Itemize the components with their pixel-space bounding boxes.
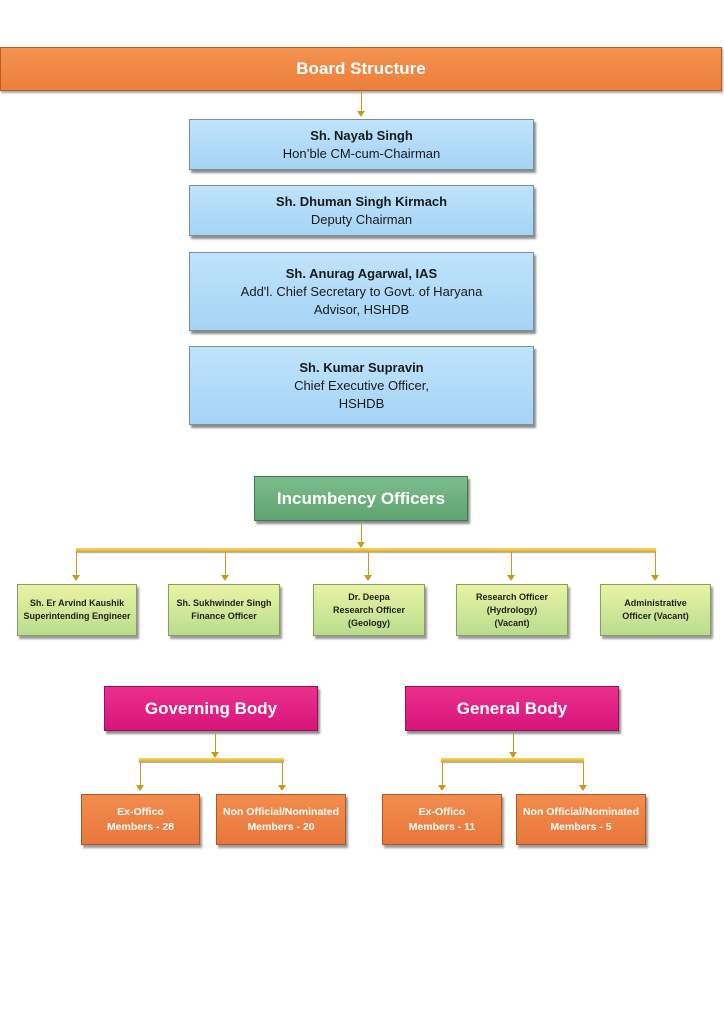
member-title: Advisor, HSHDB: [313, 301, 410, 317]
member-title: Chief Executive Officer,: [294, 377, 429, 393]
officer-superintending-engineer: Sh. Er Arvind Kaushik Superintending Eng…: [17, 584, 137, 636]
member-title: HSHDB: [338, 395, 385, 411]
connector-line: [442, 762, 443, 786]
member-name: Sh. Nayab Singh: [310, 127, 413, 143]
board-member-ceo: Sh. Kumar Supravin Chief Executive Offic…: [189, 346, 534, 425]
connector-arrow: [357, 542, 365, 548]
member-title: Add'l. Chief Secretary to Govt. of Harya…: [240, 283, 483, 299]
member-line: Members - 11: [408, 820, 476, 833]
connector-bar: [139, 758, 284, 762]
officer-line: (Vacant): [494, 617, 530, 628]
officer-line: Superintending Engineer: [23, 611, 131, 621]
officer-line: Research Officer: [475, 591, 549, 602]
general-ex-officio-members: Ex-Offico Members - 11: [382, 794, 502, 845]
incumbency-title: Incumbency Officers: [276, 488, 446, 508]
connector-arrow: [136, 785, 144, 791]
connector-line: [76, 552, 77, 576]
officer-research-geology: Dr. Deepa Research Officer (Geology): [313, 584, 425, 636]
officer-line: Administrative: [624, 598, 687, 608]
member-line: Non Official/Nominated: [222, 805, 340, 818]
member-line: Members - 5: [550, 820, 612, 833]
governing-body-title: Governing Body: [144, 698, 278, 718]
officer-line: Sh. Sukhwinder Singh: [176, 598, 272, 608]
member-title: Hon’ble CM-cum-Chairman: [282, 145, 441, 161]
connector-arrow: [278, 785, 286, 791]
connector-line: [583, 762, 584, 786]
connector-bar: [76, 548, 656, 552]
connector-line: [361, 522, 362, 544]
incumbency-officers-header: Incumbency Officers: [254, 476, 468, 521]
governing-ex-officio-members: Ex-Offico Members - 28: [81, 794, 200, 845]
connector-arrow: [211, 752, 219, 758]
officer-administrative: Administrative Officer (Vacant): [600, 584, 711, 636]
board-member-deputy-chairman: Sh. Dhuman Singh Kirmach Deputy Chairman: [189, 185, 534, 236]
connector-line: [225, 552, 226, 576]
connector-line: [511, 552, 512, 576]
connector-arrow: [507, 575, 515, 581]
connector-bar: [441, 758, 584, 762]
member-line: Members - 20: [247, 820, 315, 833]
board-member-advisor: Sh. Anurag Agarwal, IAS Add'l. Chief Sec…: [189, 252, 534, 331]
governing-body-header: Governing Body: [104, 686, 318, 731]
member-name: Sh. Dhuman Singh Kirmach: [275, 193, 448, 209]
governing-nominated-members: Non Official/Nominated Members - 20: [216, 794, 346, 845]
connector-line: [282, 762, 283, 786]
connector-arrow: [651, 575, 659, 581]
officer-line: Sh. Er Arvind Kaushik: [29, 598, 125, 608]
officer-line: Research Officer: [332, 604, 406, 615]
connector-arrow: [438, 785, 446, 791]
officer-line: Finance Officer: [191, 611, 257, 621]
member-name: Sh. Anurag Agarwal, IAS: [285, 265, 438, 281]
general-body-title: General Body: [456, 698, 568, 718]
officer-finance: Sh. Sukhwinder Singh Finance Officer: [168, 584, 280, 636]
connector-line: [361, 92, 362, 112]
officer-line: (Hydrology): [486, 604, 538, 615]
general-nominated-members: Non Official/Nominated Members - 5: [516, 794, 646, 845]
member-line: Non Official/Nominated: [522, 805, 640, 818]
board-structure-banner: Board Structure: [0, 47, 722, 91]
officer-line: Dr. Deepa: [348, 591, 390, 602]
connector-line: [655, 552, 656, 576]
connector-line: [140, 762, 141, 786]
connector-arrow: [221, 575, 229, 581]
connector-arrow: [72, 575, 80, 581]
member-line: Ex-Offico: [418, 805, 466, 818]
officer-line: Officer (Vacant): [622, 611, 689, 621]
connector-line: [513, 732, 514, 754]
officer-research-hydrology: Research Officer (Hydrology) (Vacant): [456, 584, 568, 636]
connector-arrow: [364, 575, 372, 581]
banner-title: Board Structure: [296, 59, 426, 78]
connector-arrow: [579, 785, 587, 791]
member-line: Ex-Offico: [117, 805, 164, 818]
connector-line: [368, 552, 369, 576]
officer-line: (Geology): [348, 617, 390, 628]
general-body-header: General Body: [405, 686, 619, 731]
board-member-chairman: Sh. Nayab Singh Hon’ble CM-cum-Chairman: [189, 119, 534, 170]
member-title: Deputy Chairman: [310, 211, 413, 227]
member-name: Sh. Kumar Supravin: [299, 359, 424, 375]
connector-line: [215, 732, 216, 754]
connector-arrow: [509, 752, 517, 758]
connector-arrow: [357, 111, 365, 117]
member-line: Members - 28: [106, 820, 175, 833]
